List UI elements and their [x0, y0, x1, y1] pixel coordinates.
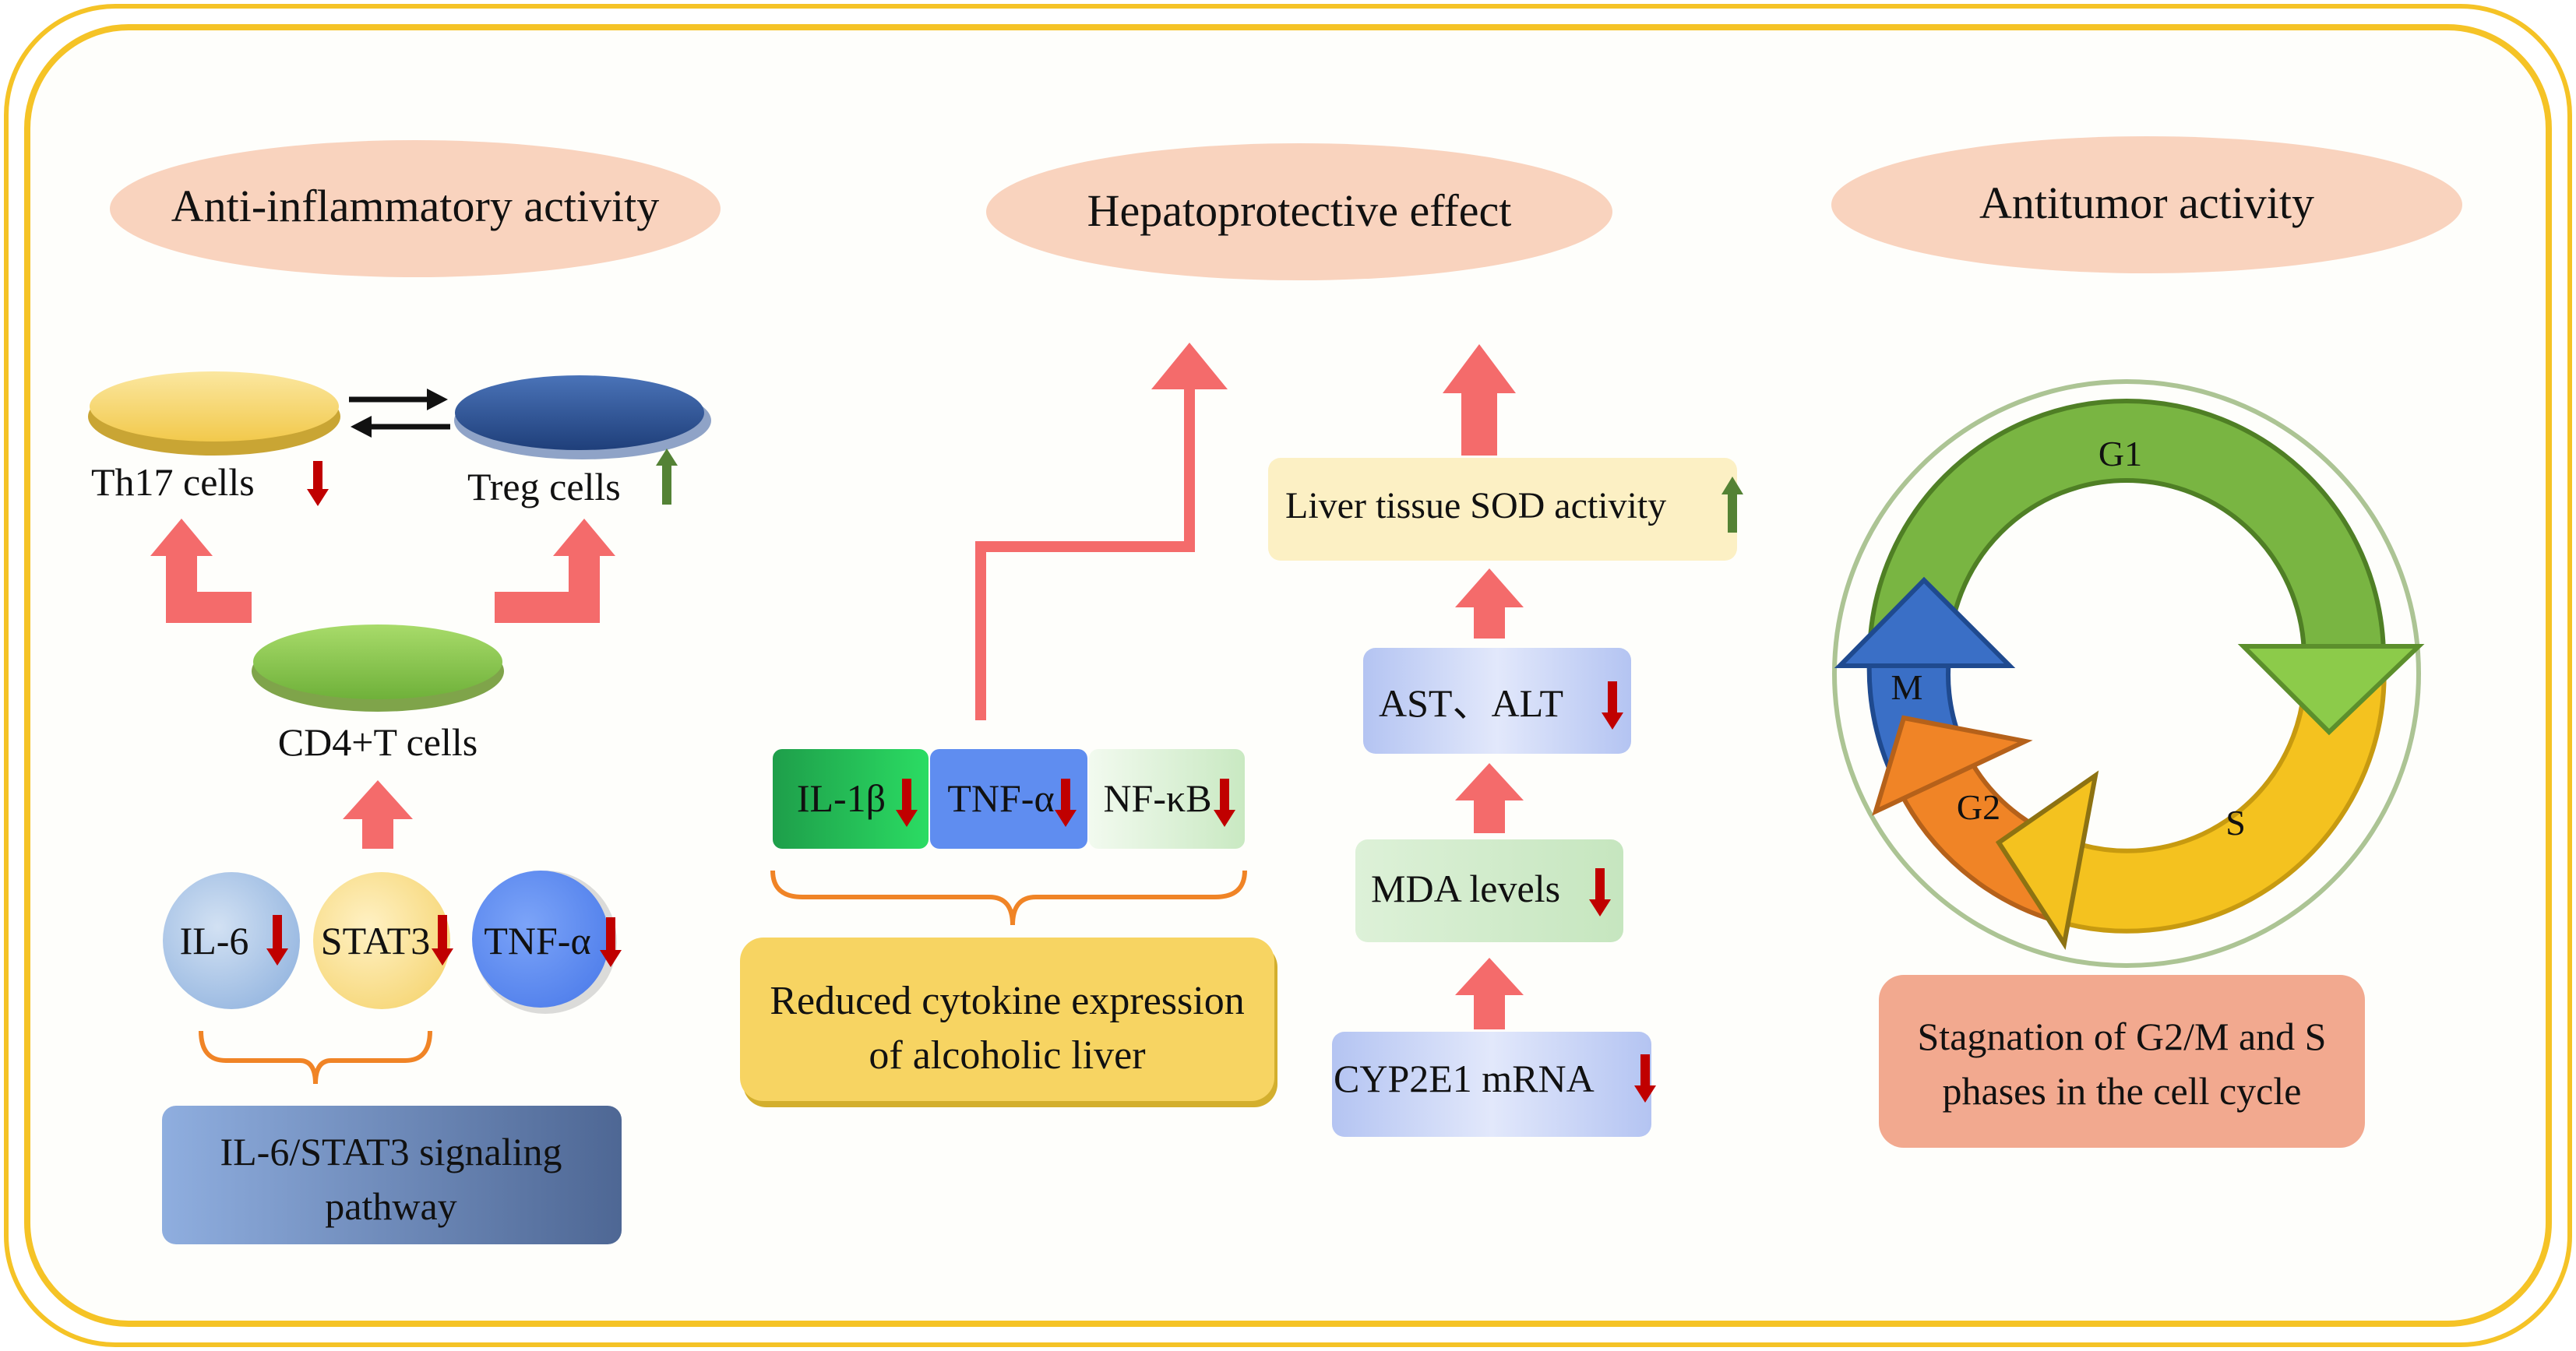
mda-down-arrow-icon — [1589, 868, 1611, 916]
th17-treg-exchange-arrows — [349, 389, 450, 438]
cyp-label: CYP2E1 mRNA — [1334, 1057, 1595, 1100]
tnfa-circle-down-arrow-icon — [600, 917, 622, 967]
cytokine-brace — [770, 870, 1247, 926]
reduced-cytokine-box: Reduced cytokine expression of alcoholic… — [740, 938, 1277, 1107]
sod-up-arrow-icon — [1721, 477, 1743, 533]
il6-stat3-brace — [199, 1030, 432, 1085]
reduced-line2: of alcoholic liver — [869, 1033, 1145, 1078]
cd4-label: CD4+T cells — [278, 720, 477, 764]
ast-alt-down-arrow-icon — [1602, 681, 1623, 730]
cd4-to-treg-arrow — [495, 519, 615, 623]
mda-label: MDA levels — [1371, 867, 1560, 910]
th17-down-arrow-icon — [307, 461, 329, 506]
tnfa-circle-label: TNF-α — [484, 919, 590, 962]
nfkb-box: NF-κB — [1089, 749, 1245, 849]
header-anti-inflammatory-text: Anti-inflammatory activity — [171, 181, 660, 231]
header-antitumor: Antitumor activity — [1831, 136, 2462, 273]
stat3-circle: STAT3 — [313, 872, 453, 1009]
treg-cell-disk — [454, 375, 711, 459]
sod-label: Liver tissue SOD activity — [1285, 485, 1666, 526]
g2-arrowhead — [1872, 715, 2033, 816]
sod-to-effect-arrow — [1443, 344, 1516, 456]
ast-to-sod-arrow — [1455, 568, 1524, 639]
stagnation-box: Stagnation of G2/M and S phases in the c… — [1879, 975, 2365, 1148]
cyp-down-arrow-icon — [1634, 1054, 1656, 1103]
il6-stat3-pathway-box: IL-6/STAT3 signaling pathway — [162, 1106, 622, 1244]
nfkb-label: NF-κB — [1103, 776, 1211, 820]
cd4-to-th17-arrow — [150, 519, 252, 623]
nfkb-down-arrow-icon — [1214, 779, 1235, 827]
il1b-down-arrow-icon — [896, 779, 918, 827]
stagnation-line2: phases in the cell cycle — [1943, 1069, 2302, 1113]
treg-label: Treg cells — [467, 465, 621, 508]
header-hepatoprotective-text: Hepatoprotective effect — [1087, 185, 1512, 236]
treg-up-arrow-icon — [656, 449, 678, 505]
reduced-line1: Reduced cytokine expression — [770, 979, 1244, 1023]
m-label: M — [1891, 667, 1923, 707]
il6-circle: IL-6 — [163, 872, 300, 1009]
tnfa-box-down-arrow-icon — [1055, 779, 1077, 827]
stat3-label: STAT3 — [321, 919, 430, 962]
il6-label: IL-6 — [180, 919, 249, 962]
m-arrowhead — [1834, 576, 2016, 668]
cyp-to-mda-arrow — [1455, 958, 1524, 1029]
g1-label: G1 — [2099, 434, 2142, 473]
s-arrowhead — [1995, 770, 2099, 950]
s-segment — [2053, 656, 2387, 934]
mda-levels-box: MDA levels — [1355, 839, 1623, 942]
ast-alt-label: AST、ALT — [1379, 681, 1563, 725]
th17-label: Th17 cells — [91, 460, 255, 504]
g1-segment — [1866, 399, 2387, 660]
g2-label: G2 — [1957, 787, 2000, 827]
cd4-cell-disk — [252, 624, 504, 712]
th17-cell-disk — [88, 371, 340, 456]
header-antitumor-text: Antitumor activity — [1979, 178, 2314, 228]
cell-cycle-ring: G1 S G2 M — [1832, 379, 2425, 968]
g1-arrowhead — [2237, 644, 2425, 736]
stagnation-line1: Stagnation of G2/M and S — [1918, 1015, 2327, 1058]
signals-to-cd4-arrow — [343, 780, 413, 849]
tnfa-box: TNF-α — [930, 749, 1087, 849]
il6-down-arrow-icon — [266, 915, 288, 966]
pathway-line1: IL-6/STAT3 signaling — [220, 1130, 562, 1173]
header-anti-inflammatory: Anti-inflammatory activity — [110, 140, 721, 277]
cytokine-to-effect-arrow — [975, 343, 1228, 720]
il1b-box: IL-1β — [773, 749, 929, 849]
sod-activity-box: Liver tissue SOD activity — [1268, 458, 1743, 561]
stat3-down-arrow-icon — [432, 915, 453, 966]
tnfa-circle: TNF-α — [472, 871, 622, 1014]
pathway-line2: pathway — [325, 1184, 456, 1228]
cyp2e1-box: CYP2E1 mRNA — [1332, 1032, 1656, 1137]
header-hepatoprotective: Hepatoprotective effect — [986, 143, 1612, 280]
outer-frame — [4, 4, 2572, 1347]
il1b-label: IL-1β — [797, 776, 886, 820]
ast-alt-box: AST、ALT — [1363, 648, 1631, 754]
mda-to-ast-arrow — [1455, 763, 1524, 833]
s-label: S — [2225, 803, 2246, 843]
tnfa-box-label: TNF-α — [947, 776, 1054, 820]
